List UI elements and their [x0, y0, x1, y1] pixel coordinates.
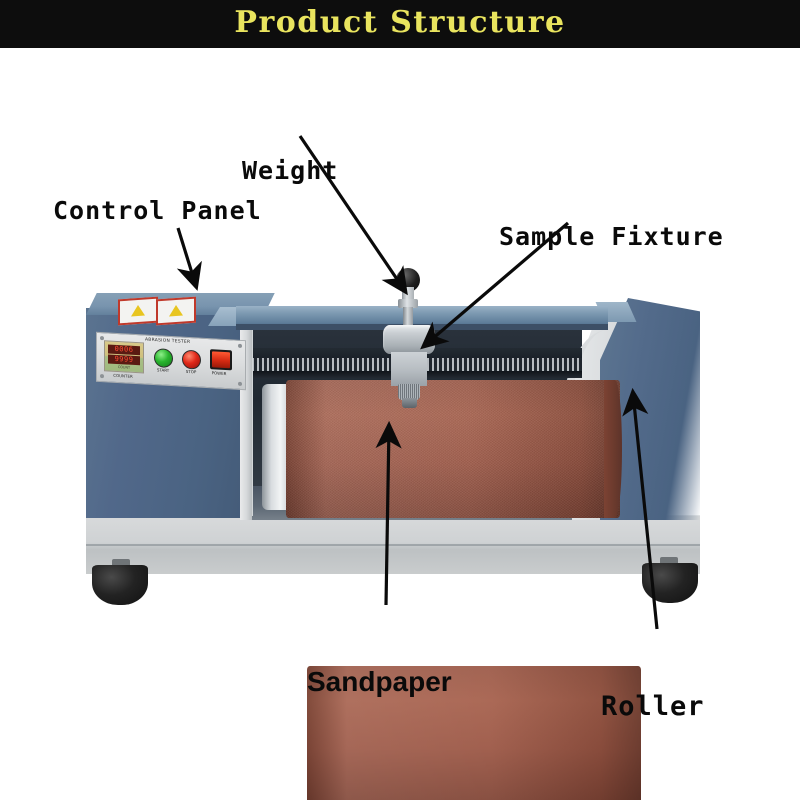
abrasion-tester-machine: ABRASION TESTER 0006 9999 COUNT COUNTER …: [0, 48, 800, 800]
start-button-label: START: [156, 367, 170, 373]
sample-fixture-tip: [402, 398, 417, 408]
title-banner: Product Structure: [0, 0, 800, 48]
warning-triangle-icon: [169, 304, 183, 317]
left-face-edge: [240, 306, 252, 520]
control-panel[interactable]: ABRASION TESTER 0006 9999 COUNT COUNTER …: [96, 331, 246, 391]
counter-value-top: 0006: [108, 344, 140, 356]
foot-stem-right: [660, 557, 678, 566]
counter-sub-text: COUNT: [117, 365, 131, 370]
callout-label-roller: Roller: [601, 691, 705, 722]
panel-header-text: ABRASION TESTER: [145, 337, 191, 346]
rubber-foot-left: [92, 565, 148, 605]
sample-fixture-chuck[interactable]: [398, 384, 420, 400]
counter-value-bottom: 9999: [108, 354, 140, 366]
page-title: Product Structure: [234, 5, 566, 40]
foot-stem-left: [112, 559, 130, 568]
sandpaper-right-edge: [604, 380, 622, 518]
warning-sticker-right: [156, 296, 196, 326]
sandpaper-grain-texture: [286, 380, 620, 518]
stop-button-label: STOP: [185, 368, 197, 375]
callout-label-control-panel: Control Panel: [53, 196, 262, 225]
sample-fixture-block[interactable]: [391, 352, 427, 386]
base-shadow-line: [86, 544, 700, 546]
callout-label-weight: Weight: [242, 156, 339, 185]
counter-caption: COUNTER: [113, 372, 133, 379]
warning-triangle-icon: [131, 304, 145, 317]
rubber-foot-right: [642, 563, 698, 603]
top-deck-lid: [236, 306, 608, 326]
product-photo: ABRASION TESTER 0006 9999 COUNT COUNTER …: [0, 48, 800, 800]
callout-label-sandpaper: Sandpaper: [307, 666, 641, 800]
weight-disc[interactable]: [383, 325, 435, 354]
callout-label-sample-fixture: Sample Fixture: [499, 222, 724, 251]
counter-display: 0006 9999 COUNT: [104, 340, 144, 374]
sandpaper-drum: [286, 380, 620, 518]
weight-collar: [398, 299, 418, 308]
panel-screw: [238, 381, 242, 386]
start-button[interactable]: [154, 348, 173, 369]
power-switch-face: [212, 351, 230, 369]
power-switch-label: POWER: [211, 370, 227, 377]
warning-sticker-left: [118, 296, 158, 326]
weight-stem: [403, 307, 413, 329]
power-switch[interactable]: [210, 349, 232, 371]
stop-button[interactable]: [182, 349, 201, 370]
